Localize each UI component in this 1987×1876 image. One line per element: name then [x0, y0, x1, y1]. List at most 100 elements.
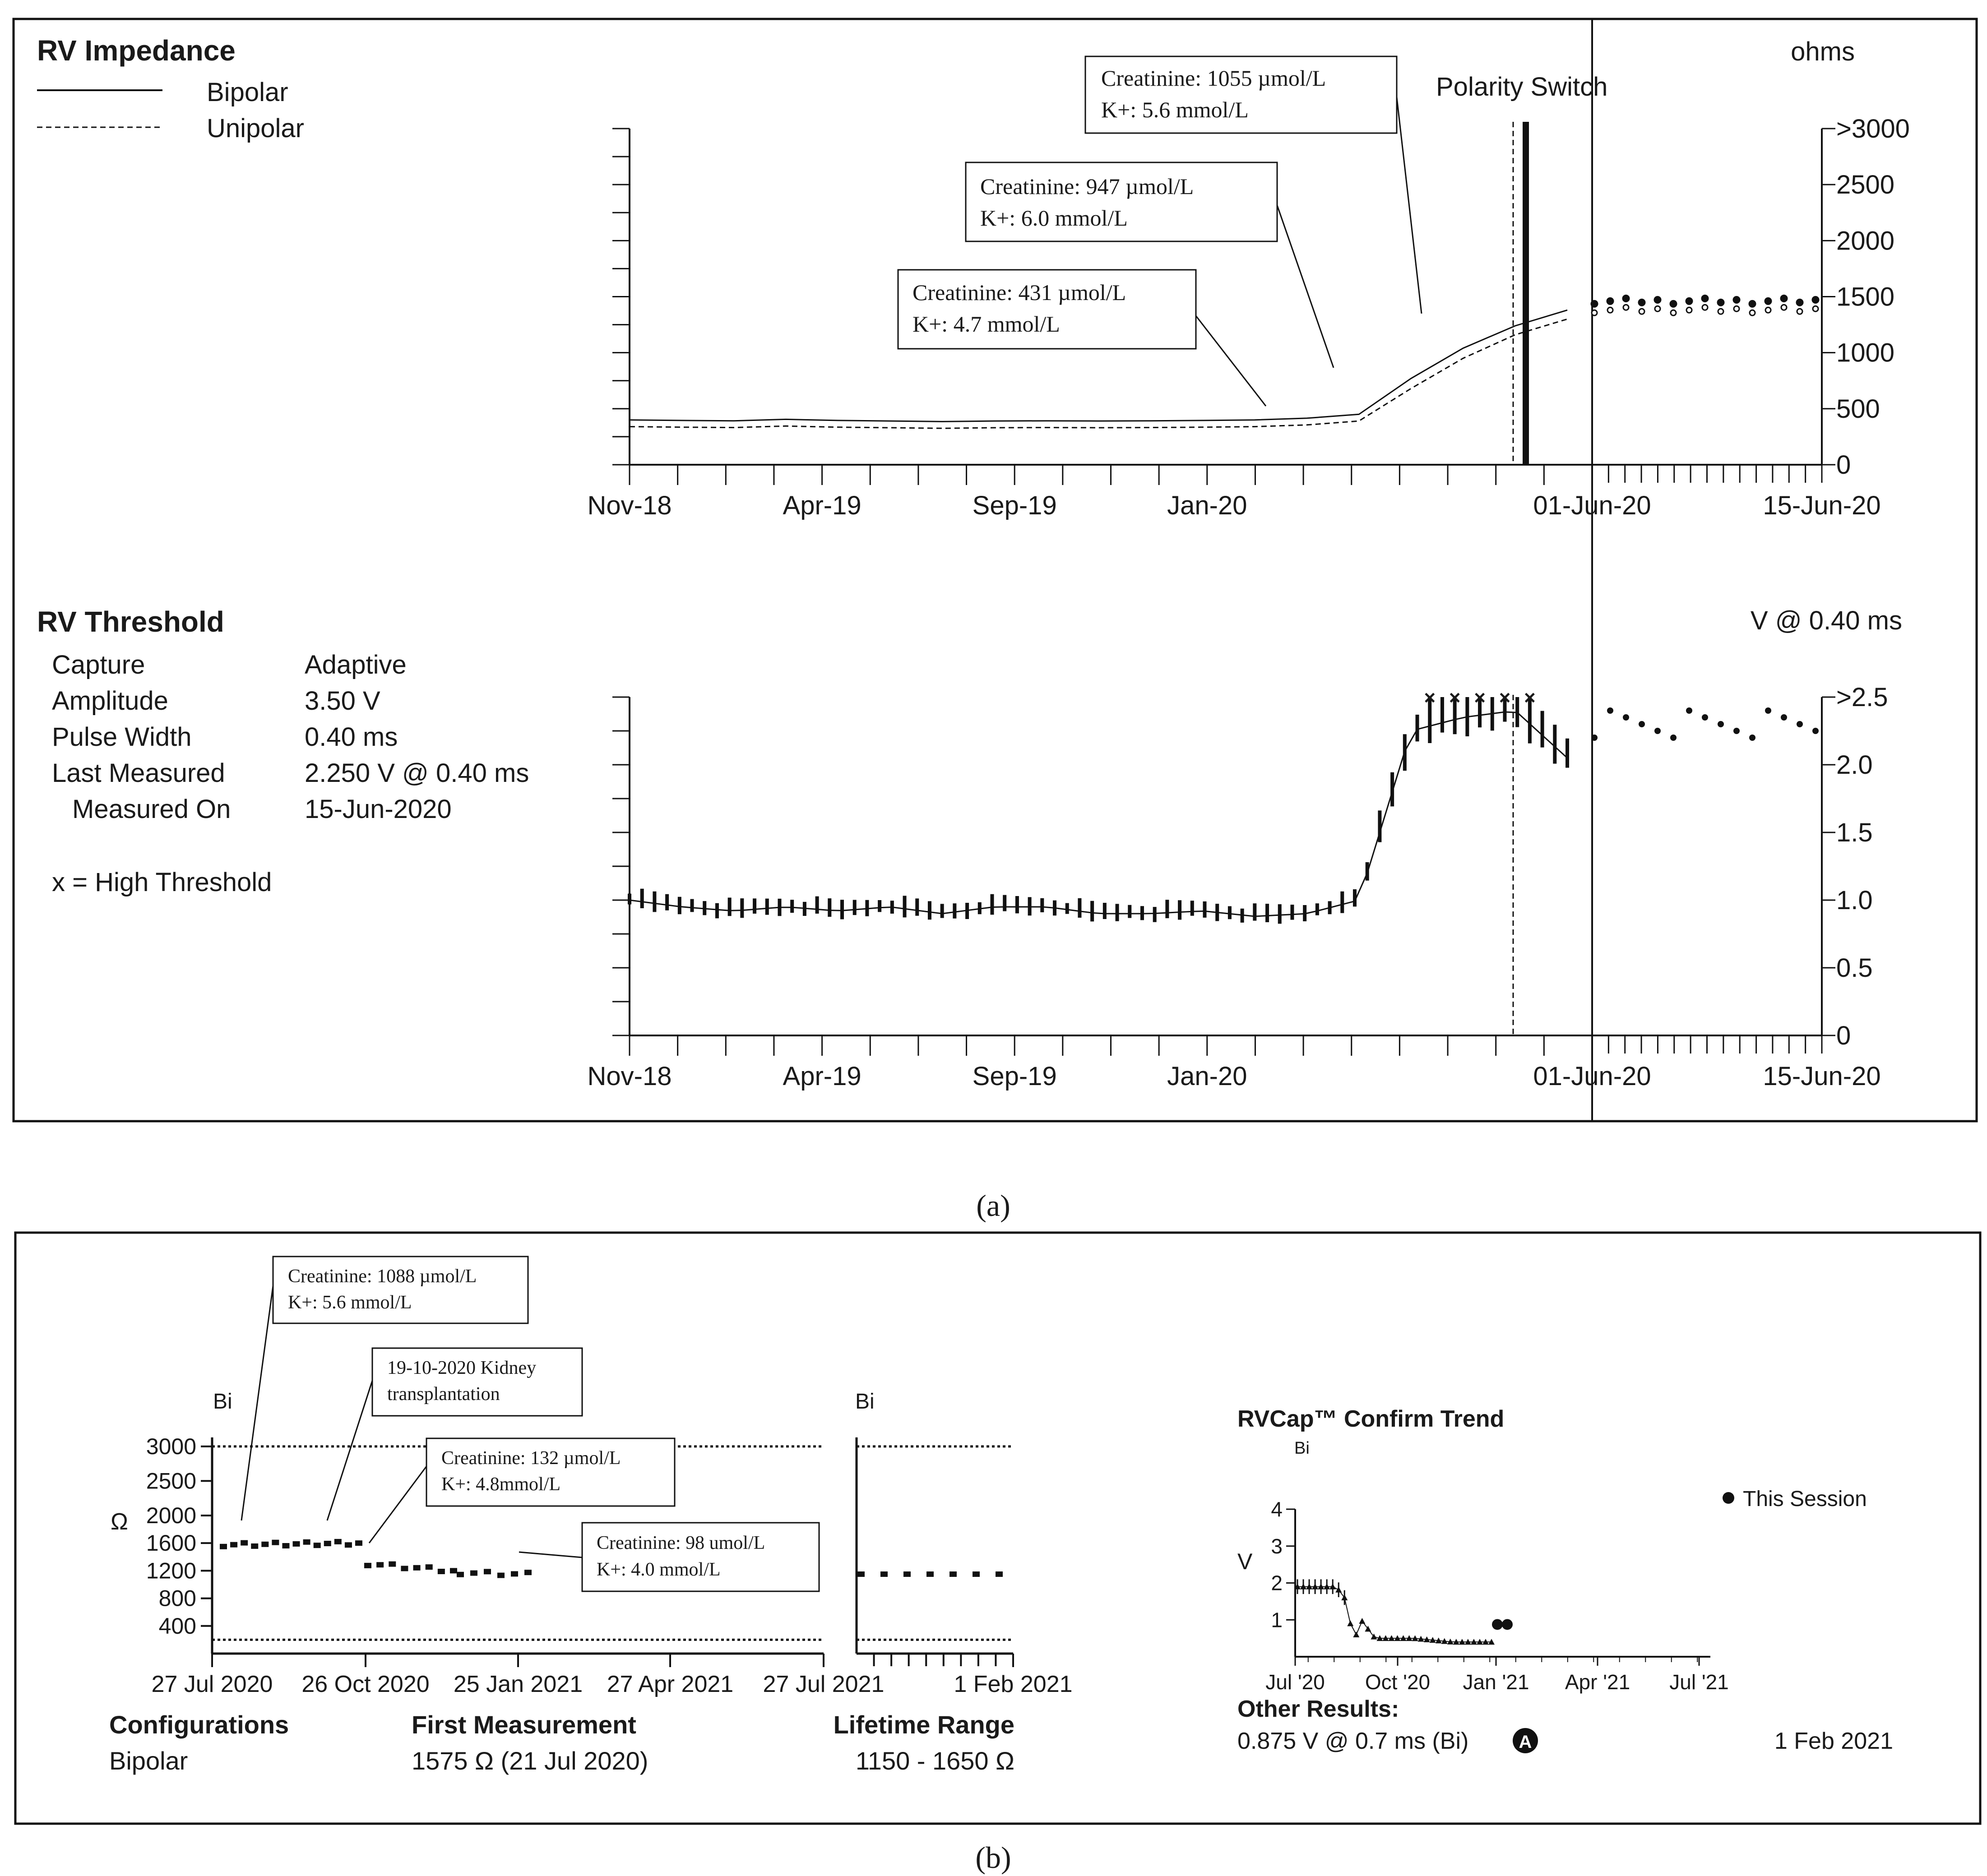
b-x-tick-label: 27 Apr 2021	[607, 1671, 733, 1697]
b-impedance-point	[334, 1539, 342, 1544]
b-impedance-point	[230, 1542, 238, 1548]
b-callout-kidney-line2: transplantation	[387, 1384, 500, 1405]
x-tick-label: Apr-19	[783, 1062, 861, 1091]
threshold-title: RV Threshold	[37, 605, 224, 638]
b-y-tick-label: 400	[159, 1613, 196, 1639]
y-tick-label: 2000	[1836, 226, 1894, 255]
threshold-session-point	[1591, 735, 1598, 741]
callout-431: Creatinine: 431 µmol/L K+: 4.7 mmol/L	[897, 269, 1267, 407]
high-threshold-note: x = High Threshold	[52, 868, 272, 897]
footer-lifetime-range-header: Lifetime Range	[834, 1710, 1014, 1739]
b-y-tick-label: 1600	[146, 1530, 196, 1556]
info-capture-value: Adaptive	[305, 650, 407, 679]
rvcap-ylabel: V	[1237, 1549, 1253, 1574]
bipolar-session-point	[1796, 298, 1804, 306]
bipolar-session-point	[1748, 300, 1756, 308]
unipolar-session-point	[1638, 308, 1645, 315]
footer-configurations-value: Bipolar	[109, 1747, 188, 1775]
b-callout-kidney: 19-10-2020 Kidney transplantation	[326, 1347, 583, 1521]
b-ylabel-ohm: Ω	[111, 1509, 128, 1535]
y-tick-label: 2500	[1836, 170, 1894, 199]
cap-x-tick-label: Jul '20	[1265, 1670, 1325, 1694]
x-tick-label: Jan-20	[1167, 491, 1247, 520]
unipolar-session-point	[1701, 304, 1709, 311]
b-y-tick-label: 2000	[146, 1503, 196, 1528]
unipolar-session-point	[1717, 308, 1724, 315]
b-impedance-point	[313, 1543, 321, 1548]
b-callout-1088-line1: Creatinine: 1088 µmol/L	[288, 1266, 477, 1287]
high-threshold-marker: ×	[1424, 687, 1436, 709]
other-results-label: Other Results:	[1237, 1696, 1399, 1722]
y-tick-label: 1.5	[1836, 818, 1873, 847]
b-y-tick-label: 2500	[146, 1468, 196, 1493]
info-last-measured-value: 2.250 V @ 0.40 ms	[305, 758, 529, 788]
threshold-session-point	[1812, 728, 1819, 734]
callout-431-line2: K+: 4.7 mmol/L	[912, 311, 1060, 337]
bipolar-session-point	[1701, 294, 1709, 302]
info-pulse-width-value: 0.40 ms	[305, 722, 398, 752]
y-tick-label: >3000	[1836, 114, 1910, 143]
b-impedance-point	[272, 1539, 279, 1545]
panel-b-label: (b)	[975, 1840, 1011, 1875]
unipolar-session-point	[1654, 305, 1661, 312]
unipolar-line	[629, 318, 1568, 429]
unipolar-session-point	[1765, 306, 1772, 314]
b-impedance-point	[511, 1571, 518, 1577]
bipolar-session-point	[1685, 297, 1693, 305]
bipolar-session-point	[1590, 300, 1598, 308]
cap-y-tick-label: 1	[1271, 1608, 1283, 1631]
b-x-tick-label: 27 Jul 2020	[152, 1671, 273, 1697]
y-tick-label: 2.0	[1836, 750, 1873, 780]
b-y-tick-label: 800	[159, 1586, 196, 1611]
threshold-series: ×××××	[628, 687, 1819, 924]
b-x-tick-label: 1 Feb 2021	[954, 1671, 1072, 1697]
footer-first-measurement-value: 1575 Ω (21 Jul 2020)	[412, 1747, 648, 1775]
b-impedance-point	[364, 1562, 371, 1568]
threshold-session-point	[1686, 707, 1692, 714]
bipolar-session-point	[1732, 296, 1741, 304]
x-tick-label: Jan-20	[1167, 1062, 1247, 1091]
cap-y-tick-label: 4	[1271, 1497, 1283, 1521]
b-impedance-point	[497, 1572, 505, 1578]
x-tick-label: 01-Jun-20	[1533, 1062, 1651, 1091]
bipolar-session-point	[1669, 300, 1677, 308]
b-x-tick-label: 25 Jan 2021	[454, 1671, 583, 1697]
panel-a-label: (a)	[976, 1188, 1010, 1223]
threshold-session-point	[1702, 714, 1708, 721]
b-impedance-point	[401, 1566, 408, 1571]
unipolar-session-point	[1686, 306, 1693, 314]
b-callout-1088-line2: K+: 5.6 mmol/L	[288, 1292, 412, 1313]
x-tick-label: Nov-18	[588, 491, 672, 520]
x-tick-label: Sep-19	[973, 1062, 1057, 1091]
threshold-session-point	[1733, 728, 1740, 734]
b-y-tick-label: 3000	[146, 1434, 196, 1459]
b-impedance-point	[324, 1541, 331, 1547]
b-impedance-point	[389, 1561, 396, 1567]
b-impedance-point	[355, 1540, 362, 1546]
bipolar-session-point	[1717, 298, 1725, 306]
x-tick-label: Apr-19	[783, 491, 861, 520]
rvcap-mode: Bi	[1294, 1439, 1310, 1458]
b-impedance-point	[425, 1564, 433, 1570]
callout-947-line2: K+: 6.0 mmol/L	[980, 205, 1128, 231]
y-tick-label: 1.0	[1836, 886, 1873, 915]
threshold-session-point	[1654, 728, 1661, 734]
info-amplitude-label: Amplitude	[52, 686, 168, 716]
info-capture-label: Capture	[52, 650, 145, 679]
panel-b-frame	[14, 1231, 1982, 1825]
b-impedance-point	[292, 1541, 300, 1547]
bipolar-session-point	[1638, 298, 1646, 306]
rvcap-legend-dot	[1723, 1492, 1734, 1504]
threshold-session-point	[1797, 721, 1803, 727]
polarity-switch-label: Polarity Switch	[1436, 72, 1607, 102]
x-tick-label: Sep-19	[973, 491, 1057, 520]
b-callout-132-line2: K+: 4.8mmol/L	[441, 1474, 560, 1495]
b-callout-1088: Creatinine: 1088 µmol/L K+: 5.6 mmol/L	[241, 1256, 529, 1521]
threshold-session-point	[1718, 721, 1724, 727]
y-tick-label: >2.5	[1836, 683, 1888, 712]
cap-y-tick-label: 3	[1271, 1534, 1283, 1558]
impedance-title: RV Impedance	[37, 34, 236, 67]
unipolar-session-point	[1812, 305, 1819, 312]
panel-a-frame	[12, 18, 1978, 1123]
